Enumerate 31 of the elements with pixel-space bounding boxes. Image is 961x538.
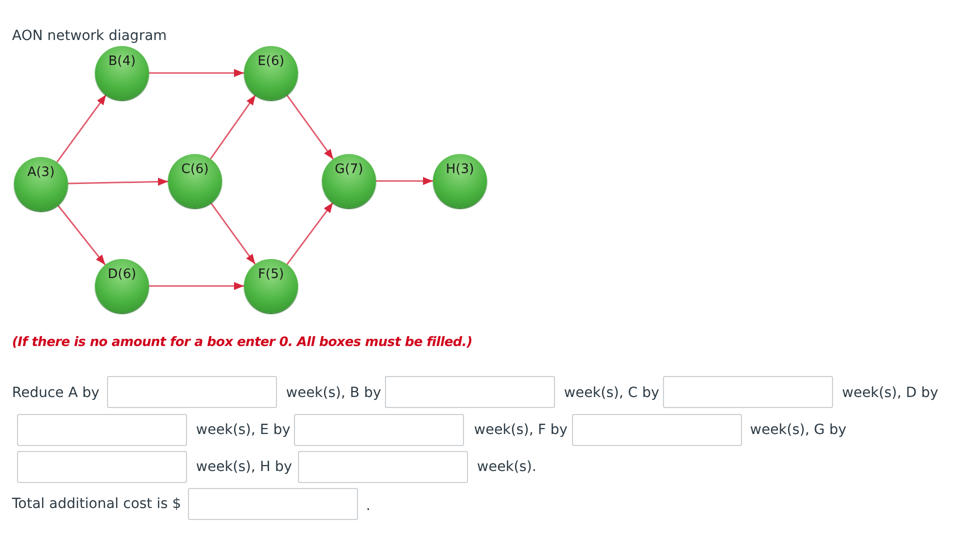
activity-circle: H(3): [433, 154, 487, 208]
arrow: [149, 69, 244, 77]
field-prompt: Reduce A by: [12, 384, 100, 402]
arrow: [286, 202, 334, 265]
field-prompt: week(s), C by: [564, 384, 660, 402]
field-prompt: week(s), B by: [286, 384, 382, 402]
arrow: [286, 94, 334, 160]
field-prompt: week(s), D by: [842, 384, 938, 402]
activity-circle: B(4): [95, 46, 149, 100]
field-prompt: week(s), G by: [750, 421, 846, 439]
field-prompt: week(s), E by: [196, 421, 290, 439]
activity-circle: A(3): [14, 157, 68, 211]
arrow: [57, 204, 106, 266]
arrow: [210, 202, 256, 265]
arrow: [149, 282, 244, 290]
period-text: .: [366, 497, 370, 515]
activity-circle: C(6): [168, 154, 222, 208]
field-prompt: week(s), F by: [474, 421, 568, 439]
activity-circle: D(6): [95, 259, 149, 313]
activity-circle: E(6): [244, 46, 298, 100]
field-prompt: Total additional cost is $: [12, 495, 182, 513]
arrow: [56, 94, 107, 163]
arrow: [210, 94, 256, 160]
diagram-title: AON network diagram: [12, 27, 167, 45]
arrow: [68, 178, 168, 186]
activity-circle: F(5): [244, 259, 298, 313]
activity-circle: G(7): [322, 154, 376, 208]
field-prompt: week(s), H by: [196, 458, 292, 476]
field-prompt: week(s).: [477, 458, 536, 476]
instruction-note: (If there is no amount for a box enter 0. All boxes must be filled.): [12, 334, 472, 352]
arrow: [376, 177, 433, 185]
